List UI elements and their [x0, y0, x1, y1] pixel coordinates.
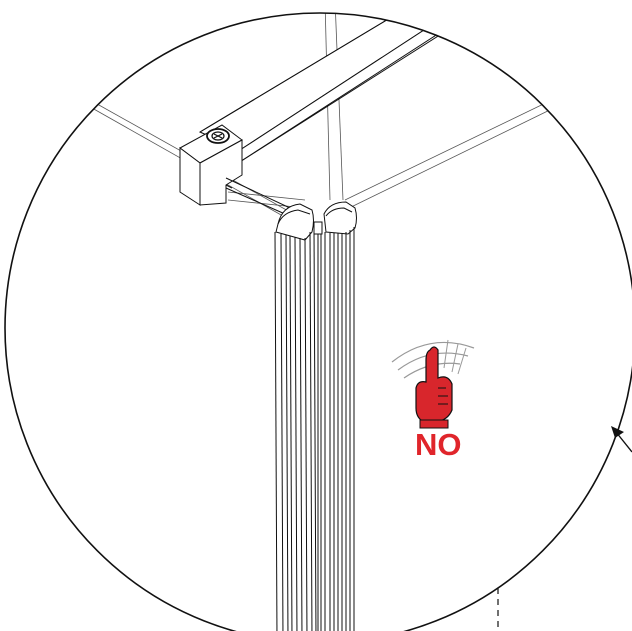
pointing-finger-icon [391, 339, 475, 429]
left-seal-profile [274, 203, 317, 631]
connector-rod [225, 177, 291, 215]
no-warning-label: NO [415, 427, 462, 462]
glass-panel-lines [89, 13, 561, 221]
magnifier-circle [4, 12, 632, 631]
arrow-pointer-icon [611, 426, 632, 453]
stabilizer-bar [198, 13, 477, 167]
right-seal-profile [323, 201, 357, 631]
screw-icon [206, 128, 230, 144]
wall-bracket [179, 124, 243, 206]
seal-gap [313, 221, 323, 631]
